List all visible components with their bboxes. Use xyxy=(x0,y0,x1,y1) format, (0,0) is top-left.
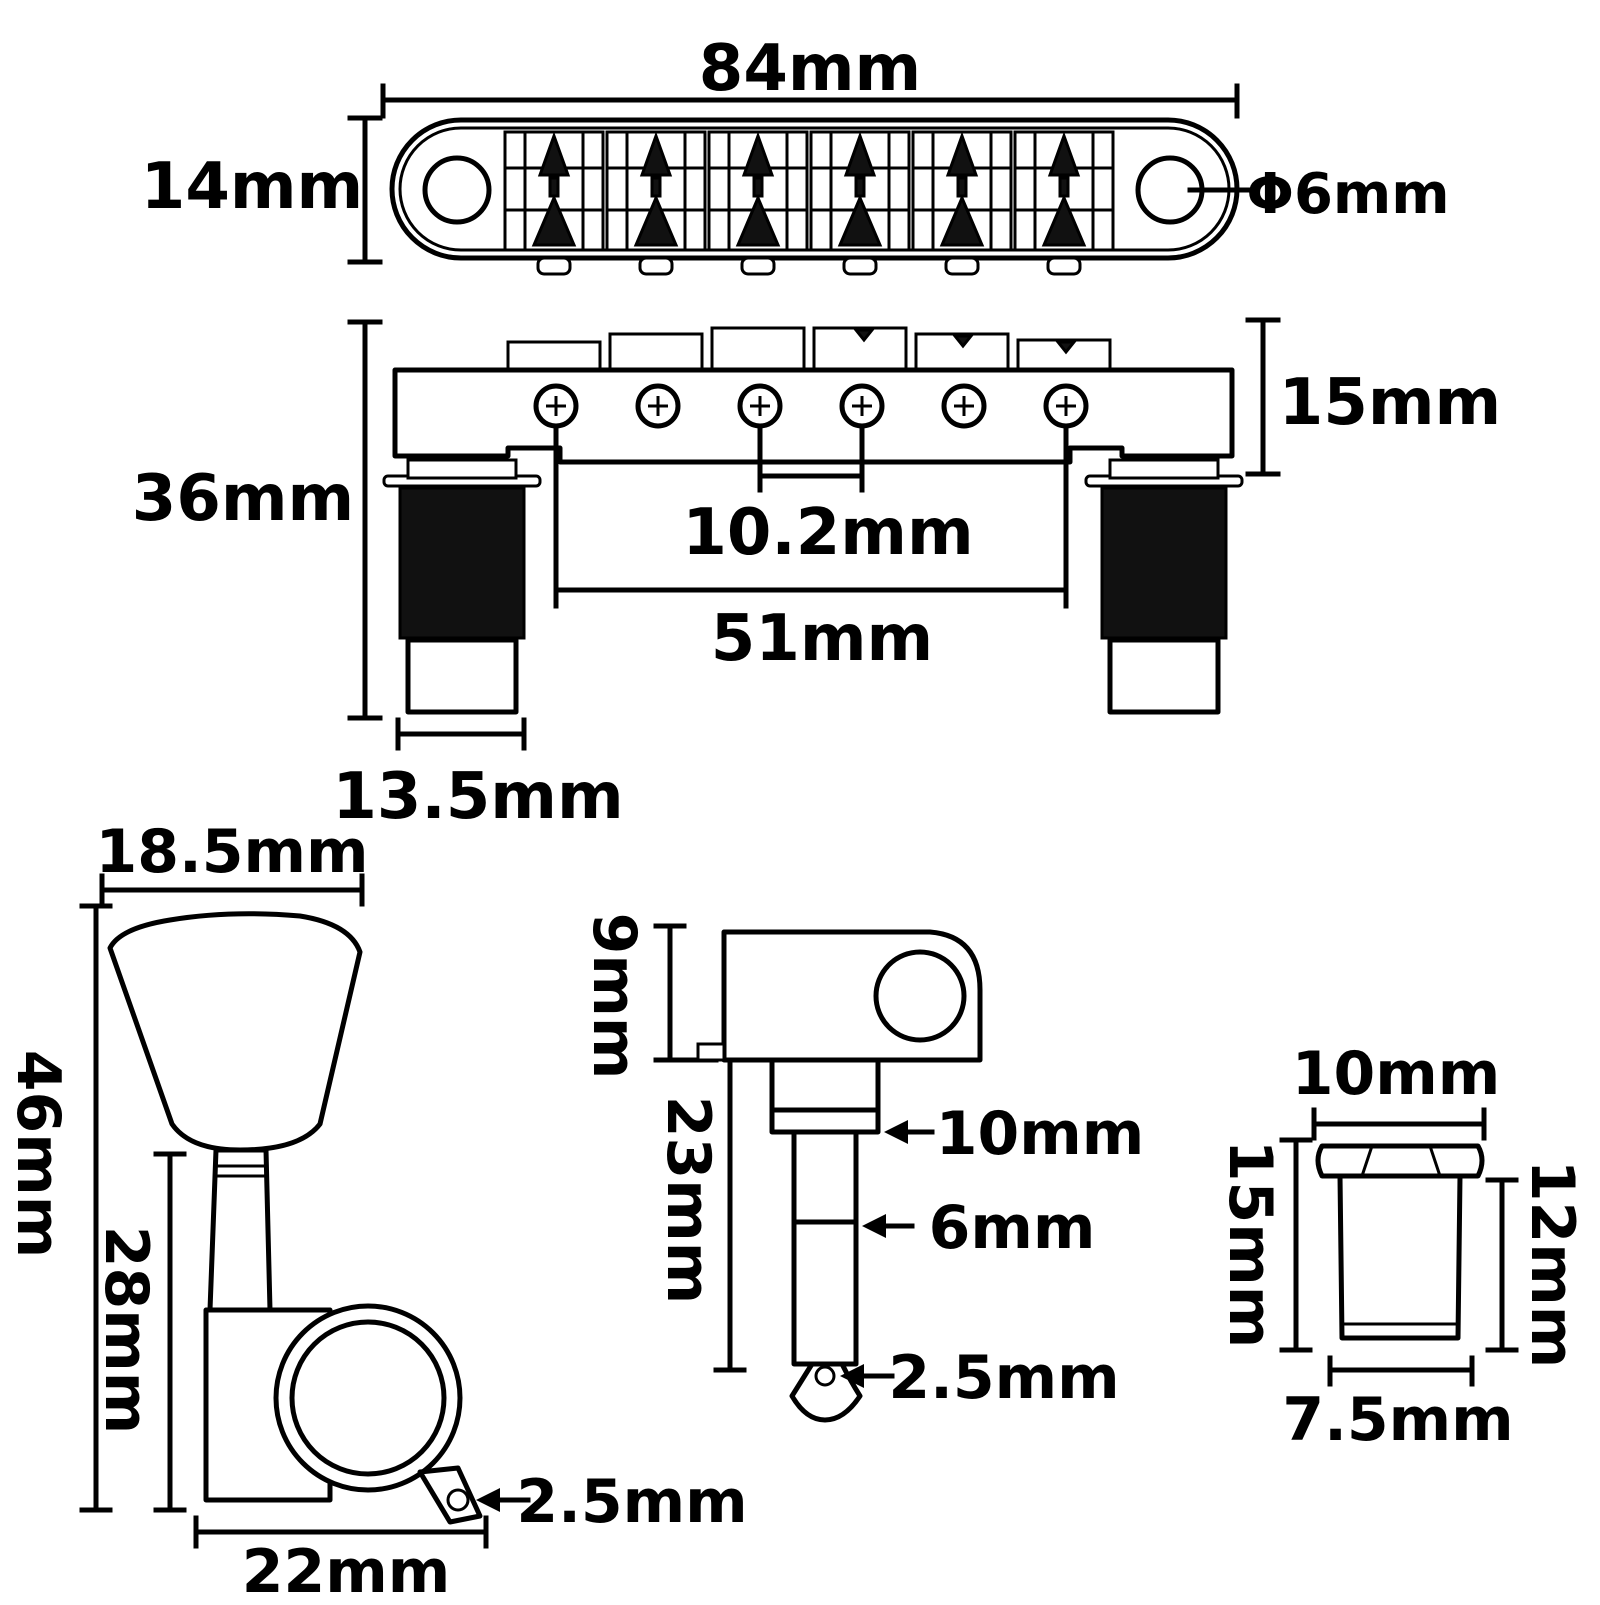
side-slot-label: 2.5mm xyxy=(888,1343,1119,1413)
bushing-bottom-width-label: 7.5mm xyxy=(1282,1385,1513,1455)
bridge-total-height-label: 36mm xyxy=(132,462,354,536)
side-post-label: 6mm xyxy=(929,1193,1096,1263)
tuner-hole-label: 2.5mm xyxy=(516,1467,747,1537)
tuner-gear-inner xyxy=(289,1319,447,1477)
bushing-body-height-label: 12mm xyxy=(1517,1160,1587,1369)
tuner-front-view: 18.5mm 46mm 28mm 2.5mm 22mm xyxy=(3,817,748,1605)
side-body-height-label: 9mm xyxy=(579,913,649,1080)
bridge-width-label: 14mm xyxy=(141,150,363,224)
saddle xyxy=(503,130,605,276)
saddle xyxy=(809,130,911,276)
tuner-knob xyxy=(107,911,363,1153)
saddle xyxy=(911,130,1013,276)
arrow-head xyxy=(862,1214,886,1238)
saddle-spacing-label: 10.2mm xyxy=(682,496,973,570)
arrow-head xyxy=(476,1488,500,1512)
tuner-total-height-label: 46mm xyxy=(3,1050,73,1259)
side-post-tip xyxy=(789,1361,863,1423)
bushing-hex-nut xyxy=(1315,1143,1485,1179)
post-width-label: 13.5mm xyxy=(332,760,623,834)
side-tab xyxy=(696,1042,726,1062)
tuner-shaft xyxy=(207,1147,273,1313)
saddle xyxy=(707,130,809,276)
tuner-base-width-label: 22mm xyxy=(242,1537,451,1600)
arrow-head xyxy=(884,1120,908,1144)
arrow-head xyxy=(840,1364,864,1388)
saddle xyxy=(1013,130,1115,276)
saddle-row xyxy=(503,130,1115,276)
saddle-screws xyxy=(533,383,1089,429)
hole-diameter-label: Φ6mm xyxy=(1246,162,1449,227)
side-bushing-label: 10mm xyxy=(936,1099,1145,1169)
tuner-tab-hole xyxy=(446,1488,470,1512)
saddle xyxy=(605,130,707,276)
bridge-hole-left xyxy=(422,155,492,225)
outer-span-label: 51mm xyxy=(711,602,933,676)
bridge-length-label: 84mm xyxy=(699,32,921,106)
bushing-sleeve xyxy=(1337,1173,1463,1341)
bridge-side-view: 36mm 15mm xyxy=(132,317,1501,834)
bridge-post-right xyxy=(1084,458,1244,715)
side-post xyxy=(791,1129,859,1367)
bridge-post-left xyxy=(382,458,542,715)
bridge-height-label: 15mm xyxy=(1279,366,1501,440)
knob-width-label: 18.5mm xyxy=(95,817,368,887)
bushing-total-height-label: 15mm xyxy=(1215,1140,1285,1349)
bushing-top-width-label: 10mm xyxy=(1292,1039,1501,1109)
bridge-side-body xyxy=(392,367,1235,465)
side-hole xyxy=(873,949,967,1043)
tuner-side-view: 9mm 23mm 10mm 6mm 2.5mm xyxy=(579,913,1145,1423)
side-post-length-label: 23mm xyxy=(653,1096,723,1305)
bridge-top-view: 84mm 14mm Φ6mm xyxy=(141,32,1450,276)
tuner-body-height-label: 28mm xyxy=(91,1226,161,1435)
side-bushing xyxy=(769,1057,881,1135)
side-slot xyxy=(814,1365,836,1387)
bushing-view: 10mm 15mm 12mm 7.5mm xyxy=(1215,1039,1587,1455)
